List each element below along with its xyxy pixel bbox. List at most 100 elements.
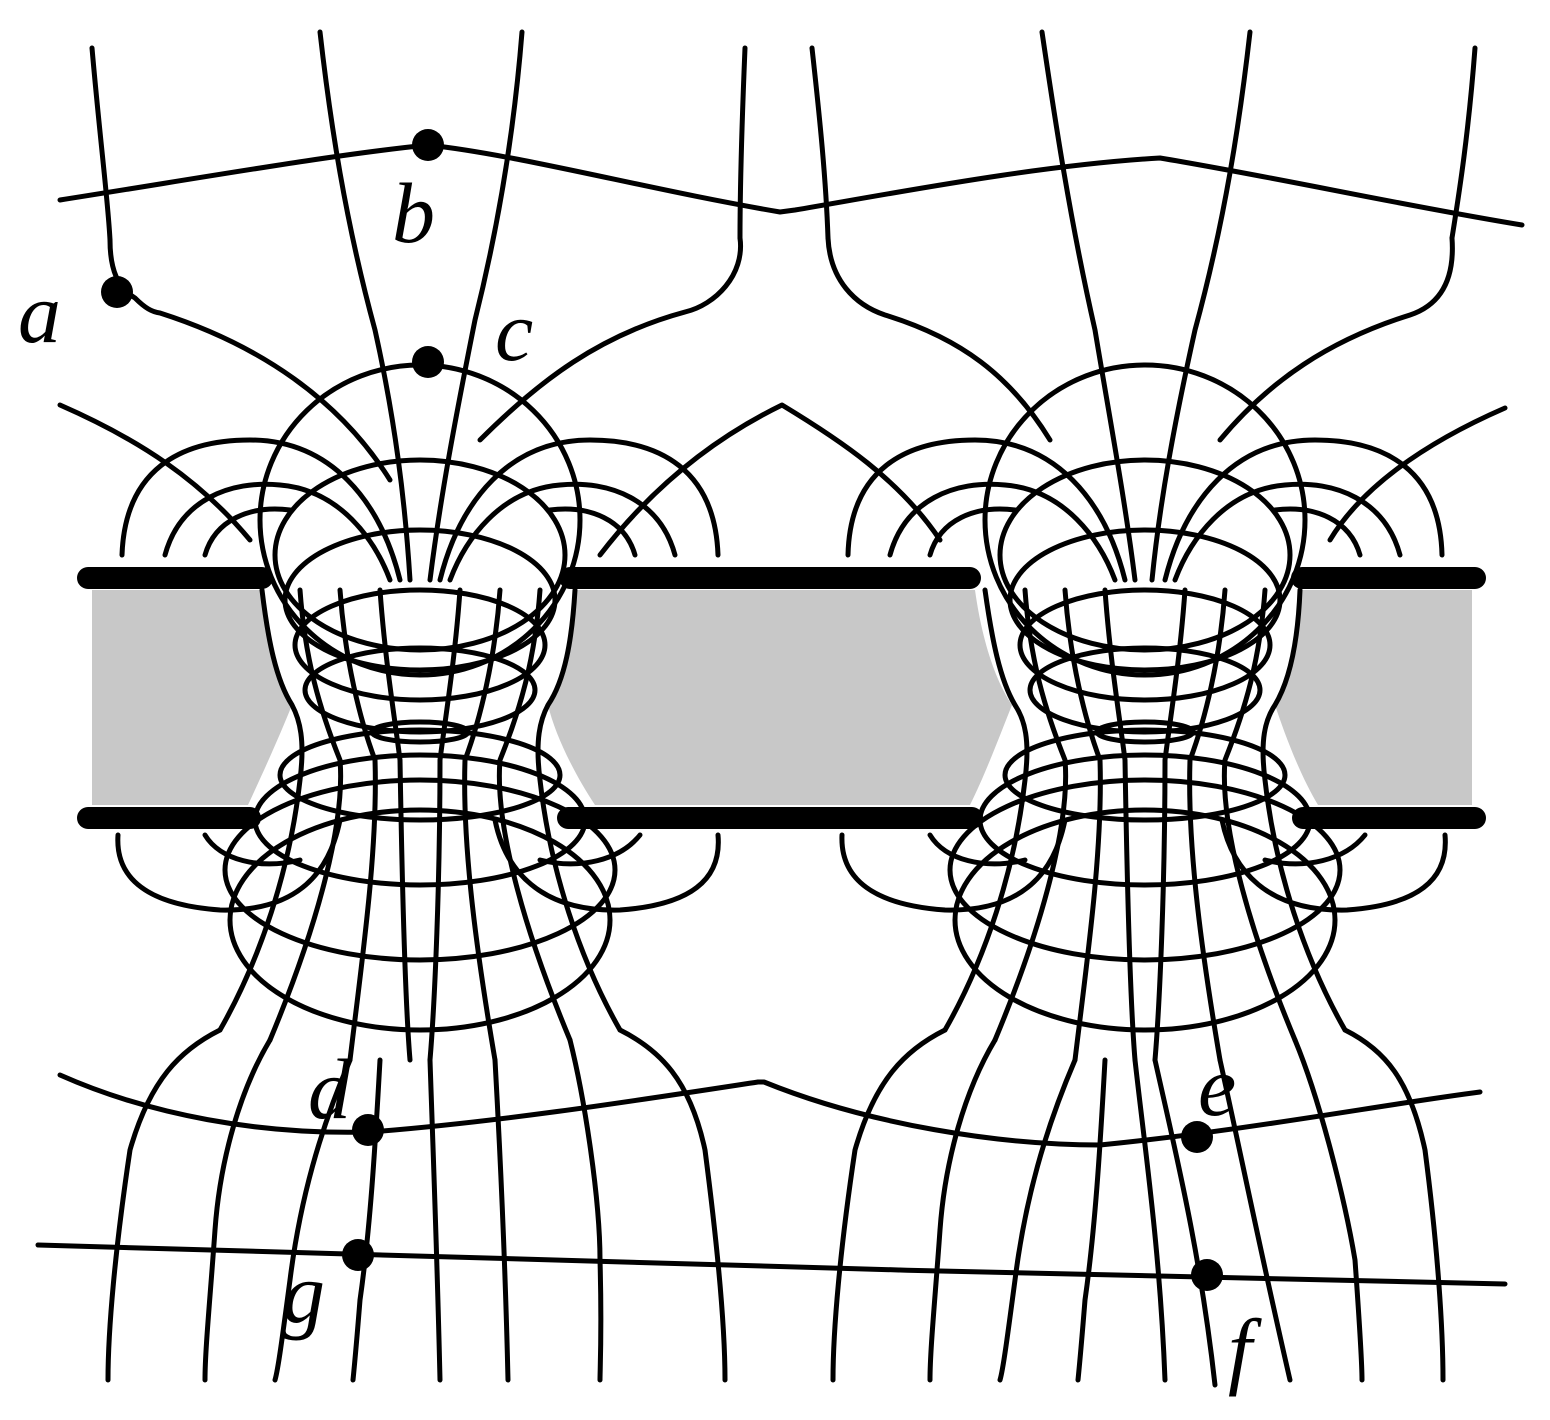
- point-a-marker: [101, 276, 133, 308]
- point-f-label: f: [1228, 1301, 1262, 1397]
- fringe-field-line: [437, 437, 721, 583]
- equipotential-mid-arch: [597, 402, 943, 558]
- point-c-label: c: [495, 283, 533, 379]
- dielectric-slab: [92, 590, 1472, 805]
- fringe-field-line: [1272, 506, 1363, 558]
- field-lines: [89, 29, 1478, 583]
- hole-field-line: [1260, 587, 1348, 1033]
- point-b-label: b: [392, 165, 435, 261]
- field-line: [809, 45, 831, 241]
- field-line: [272, 1057, 353, 1383]
- field-line-upper-right-boundary: [825, 235, 1053, 443]
- fringe-field-line: [845, 437, 1128, 583]
- fringe-field-line: [887, 481, 1118, 583]
- field-line: [927, 1037, 998, 1383]
- hole-equipotential: [1017, 587, 1273, 703]
- field-line: [737, 45, 748, 241]
- hole-field-line: [1221, 587, 1298, 1043]
- field-line: [1449, 45, 1478, 241]
- field-line: [492, 1057, 511, 1383]
- dielectric-segment-right: [1275, 590, 1472, 805]
- equipotential-line-upper: [107, 237, 393, 483]
- hole-field-line: [267, 587, 344, 1043]
- hole-field-line: [1062, 587, 1103, 1063]
- fringe-field-line: [547, 506, 638, 558]
- fringe-field-line: [202, 506, 293, 558]
- hole-equipotential: [222, 777, 618, 963]
- hole-field-line: [427, 587, 463, 1063]
- equipotential-line-bottom: [35, 1242, 1508, 1287]
- lower-equipotentials: [35, 1072, 1508, 1287]
- point-e-marker: [1181, 1121, 1213, 1153]
- equipotential-line-lower: [57, 1072, 1483, 1148]
- equipotential-right-arc: [1327, 405, 1508, 543]
- field-line: [997, 1057, 1078, 1383]
- fringe-field-line: [1262, 832, 1368, 867]
- hole-field-line: [496, 587, 573, 1043]
- field-line: [1152, 1057, 1218, 1388]
- hole-field-line: [942, 587, 1030, 1033]
- point-d-label: d: [308, 1041, 352, 1137]
- field-line: [89, 45, 113, 243]
- point-g-label: g: [282, 1245, 325, 1341]
- fringe-field-line: [202, 832, 303, 867]
- hole-equipotential: [257, 362, 583, 678]
- equipotential-line-top: [57, 142, 1525, 228]
- hole-equipotential: [952, 807, 1338, 1033]
- fringe-field-line: [839, 817, 1068, 913]
- field-line: [1149, 29, 1253, 583]
- fringe-field-line: [927, 832, 1028, 867]
- hole-field-line: [1187, 587, 1228, 1063]
- hole-equipotential: [1007, 527, 1283, 673]
- fringe-field-line: [492, 817, 721, 913]
- field-line: [427, 29, 525, 583]
- hole-equipotential: [1002, 727, 1288, 823]
- fringe-field-line: [1172, 481, 1403, 583]
- field-line: [350, 1057, 383, 1383]
- fringe-field-line: [1162, 437, 1445, 583]
- point-a-label: a: [18, 265, 61, 361]
- hole-field-line: [462, 587, 503, 1063]
- conductor-plates: [77, 567, 1486, 829]
- point-e-label: e: [1198, 1038, 1236, 1134]
- dielectric-segment-middle: [548, 590, 1012, 805]
- field-line: [1132, 1057, 1168, 1383]
- fringe-field-line: [447, 481, 678, 583]
- hole-field-line: [1102, 587, 1138, 1063]
- hole-equipotential: [947, 777, 1343, 963]
- hole-field-line: [1152, 587, 1188, 1063]
- hole-equipotential: [227, 807, 613, 1033]
- hole-equipotential: [982, 362, 1308, 678]
- hole-field-line: [337, 587, 378, 1063]
- hole-equipotential: [282, 527, 558, 673]
- hole-equipotential: [302, 645, 538, 735]
- point-d-marker: [352, 1114, 384, 1146]
- field-line: [567, 1037, 604, 1383]
- fringe-field-line: [537, 832, 643, 867]
- field-line: [1342, 1027, 1446, 1383]
- field-line-upper-right-edge: [1217, 235, 1455, 443]
- hole-equipotential: [1027, 645, 1263, 735]
- hole-field-line: [992, 587, 1069, 1043]
- point-b-marker: [412, 129, 444, 161]
- fringe-field-line: [1219, 817, 1448, 913]
- field-line: [427, 1057, 443, 1383]
- left-hole-field: [105, 362, 728, 1383]
- fringe-field-line: [115, 817, 343, 913]
- field-line-upper-left-boundary: [477, 235, 744, 443]
- right-hole-field: [830, 362, 1448, 1388]
- field-line: [202, 1037, 273, 1383]
- hole-field-line: [535, 587, 623, 1033]
- hole-equipotential: [292, 587, 548, 703]
- field-line: [830, 1027, 948, 1383]
- point-f-marker: [1191, 1259, 1223, 1291]
- hole-equipotential: [277, 727, 563, 823]
- field-line: [617, 1027, 728, 1383]
- point-c-marker: [412, 346, 444, 378]
- hole-field-line: [377, 587, 413, 1063]
- field-line: [1039, 29, 1138, 583]
- field-line: [1292, 1037, 1365, 1383]
- field-line: [105, 1027, 223, 1383]
